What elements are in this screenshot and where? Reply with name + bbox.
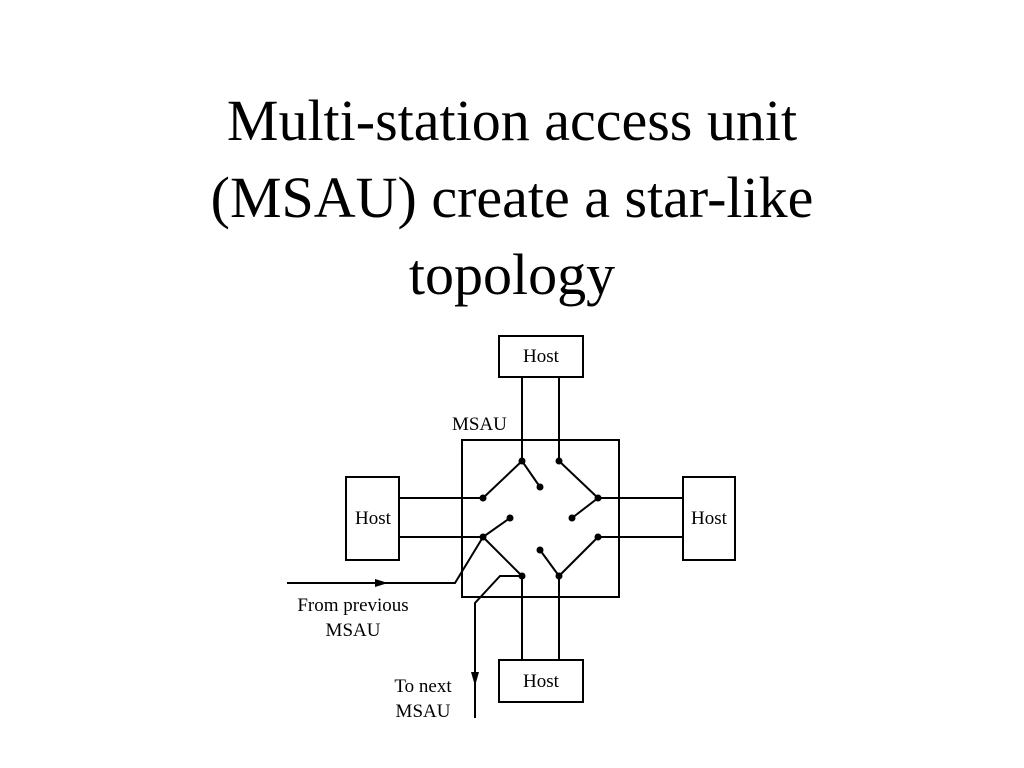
contact-dot: [536, 546, 544, 554]
contact-dot: [518, 457, 526, 465]
ring-out-line: [474, 575, 522, 718]
contact-dot: [479, 494, 487, 502]
title-line-1: Multi-station access unit: [226, 88, 798, 153]
switch-top-right: [558, 460, 599, 499]
from-previous-label-2: MSAU: [326, 620, 381, 641]
switch-bottom-left: [482, 536, 523, 577]
msau-box: [461, 439, 620, 598]
host-top-label: Host: [523, 346, 560, 367]
contact-dot: [594, 533, 602, 541]
ring-in-arrow: [375, 579, 388, 587]
contact-dot: [518, 572, 526, 580]
host-bottom-label: Host: [523, 671, 560, 692]
title-line-2: (MSAU) create a star-like: [210, 165, 814, 230]
title-line-3: topology: [408, 242, 616, 307]
contact-dot: [568, 514, 576, 522]
host-left-box: [345, 476, 400, 561]
msau-label: MSAU: [452, 414, 507, 435]
contact-dot: [555, 457, 563, 465]
ring-in-line: [287, 536, 484, 584]
contact-dot: [506, 514, 514, 522]
contact-dot: [594, 494, 602, 502]
to-next-label-2: MSAU: [396, 701, 451, 722]
to-next-label-1: To next: [394, 676, 452, 697]
contact-dot: [479, 533, 487, 541]
host-right-box: [682, 476, 736, 561]
switch-right-lower: [558, 536, 599, 577]
switch-right-inner: [571, 497, 599, 519]
switch-top-inner: [521, 460, 541, 488]
switch-bottom-inner: [539, 549, 560, 577]
contact-dot: [536, 483, 544, 491]
contact-dot: [555, 572, 563, 580]
host-top-box: [498, 335, 584, 378]
host-bottom-box: [498, 659, 584, 703]
slide-title: Multi-station access unit (MSAU) create …: [0, 82, 1024, 313]
host-left-label: Host: [355, 508, 392, 529]
switch-top-left: [482, 460, 523, 499]
ring-out-arrow: [471, 672, 479, 686]
host-right-label: Host: [691, 508, 728, 529]
switch-left-lower: [482, 517, 511, 538]
from-previous-label-1: From previous: [297, 595, 408, 616]
